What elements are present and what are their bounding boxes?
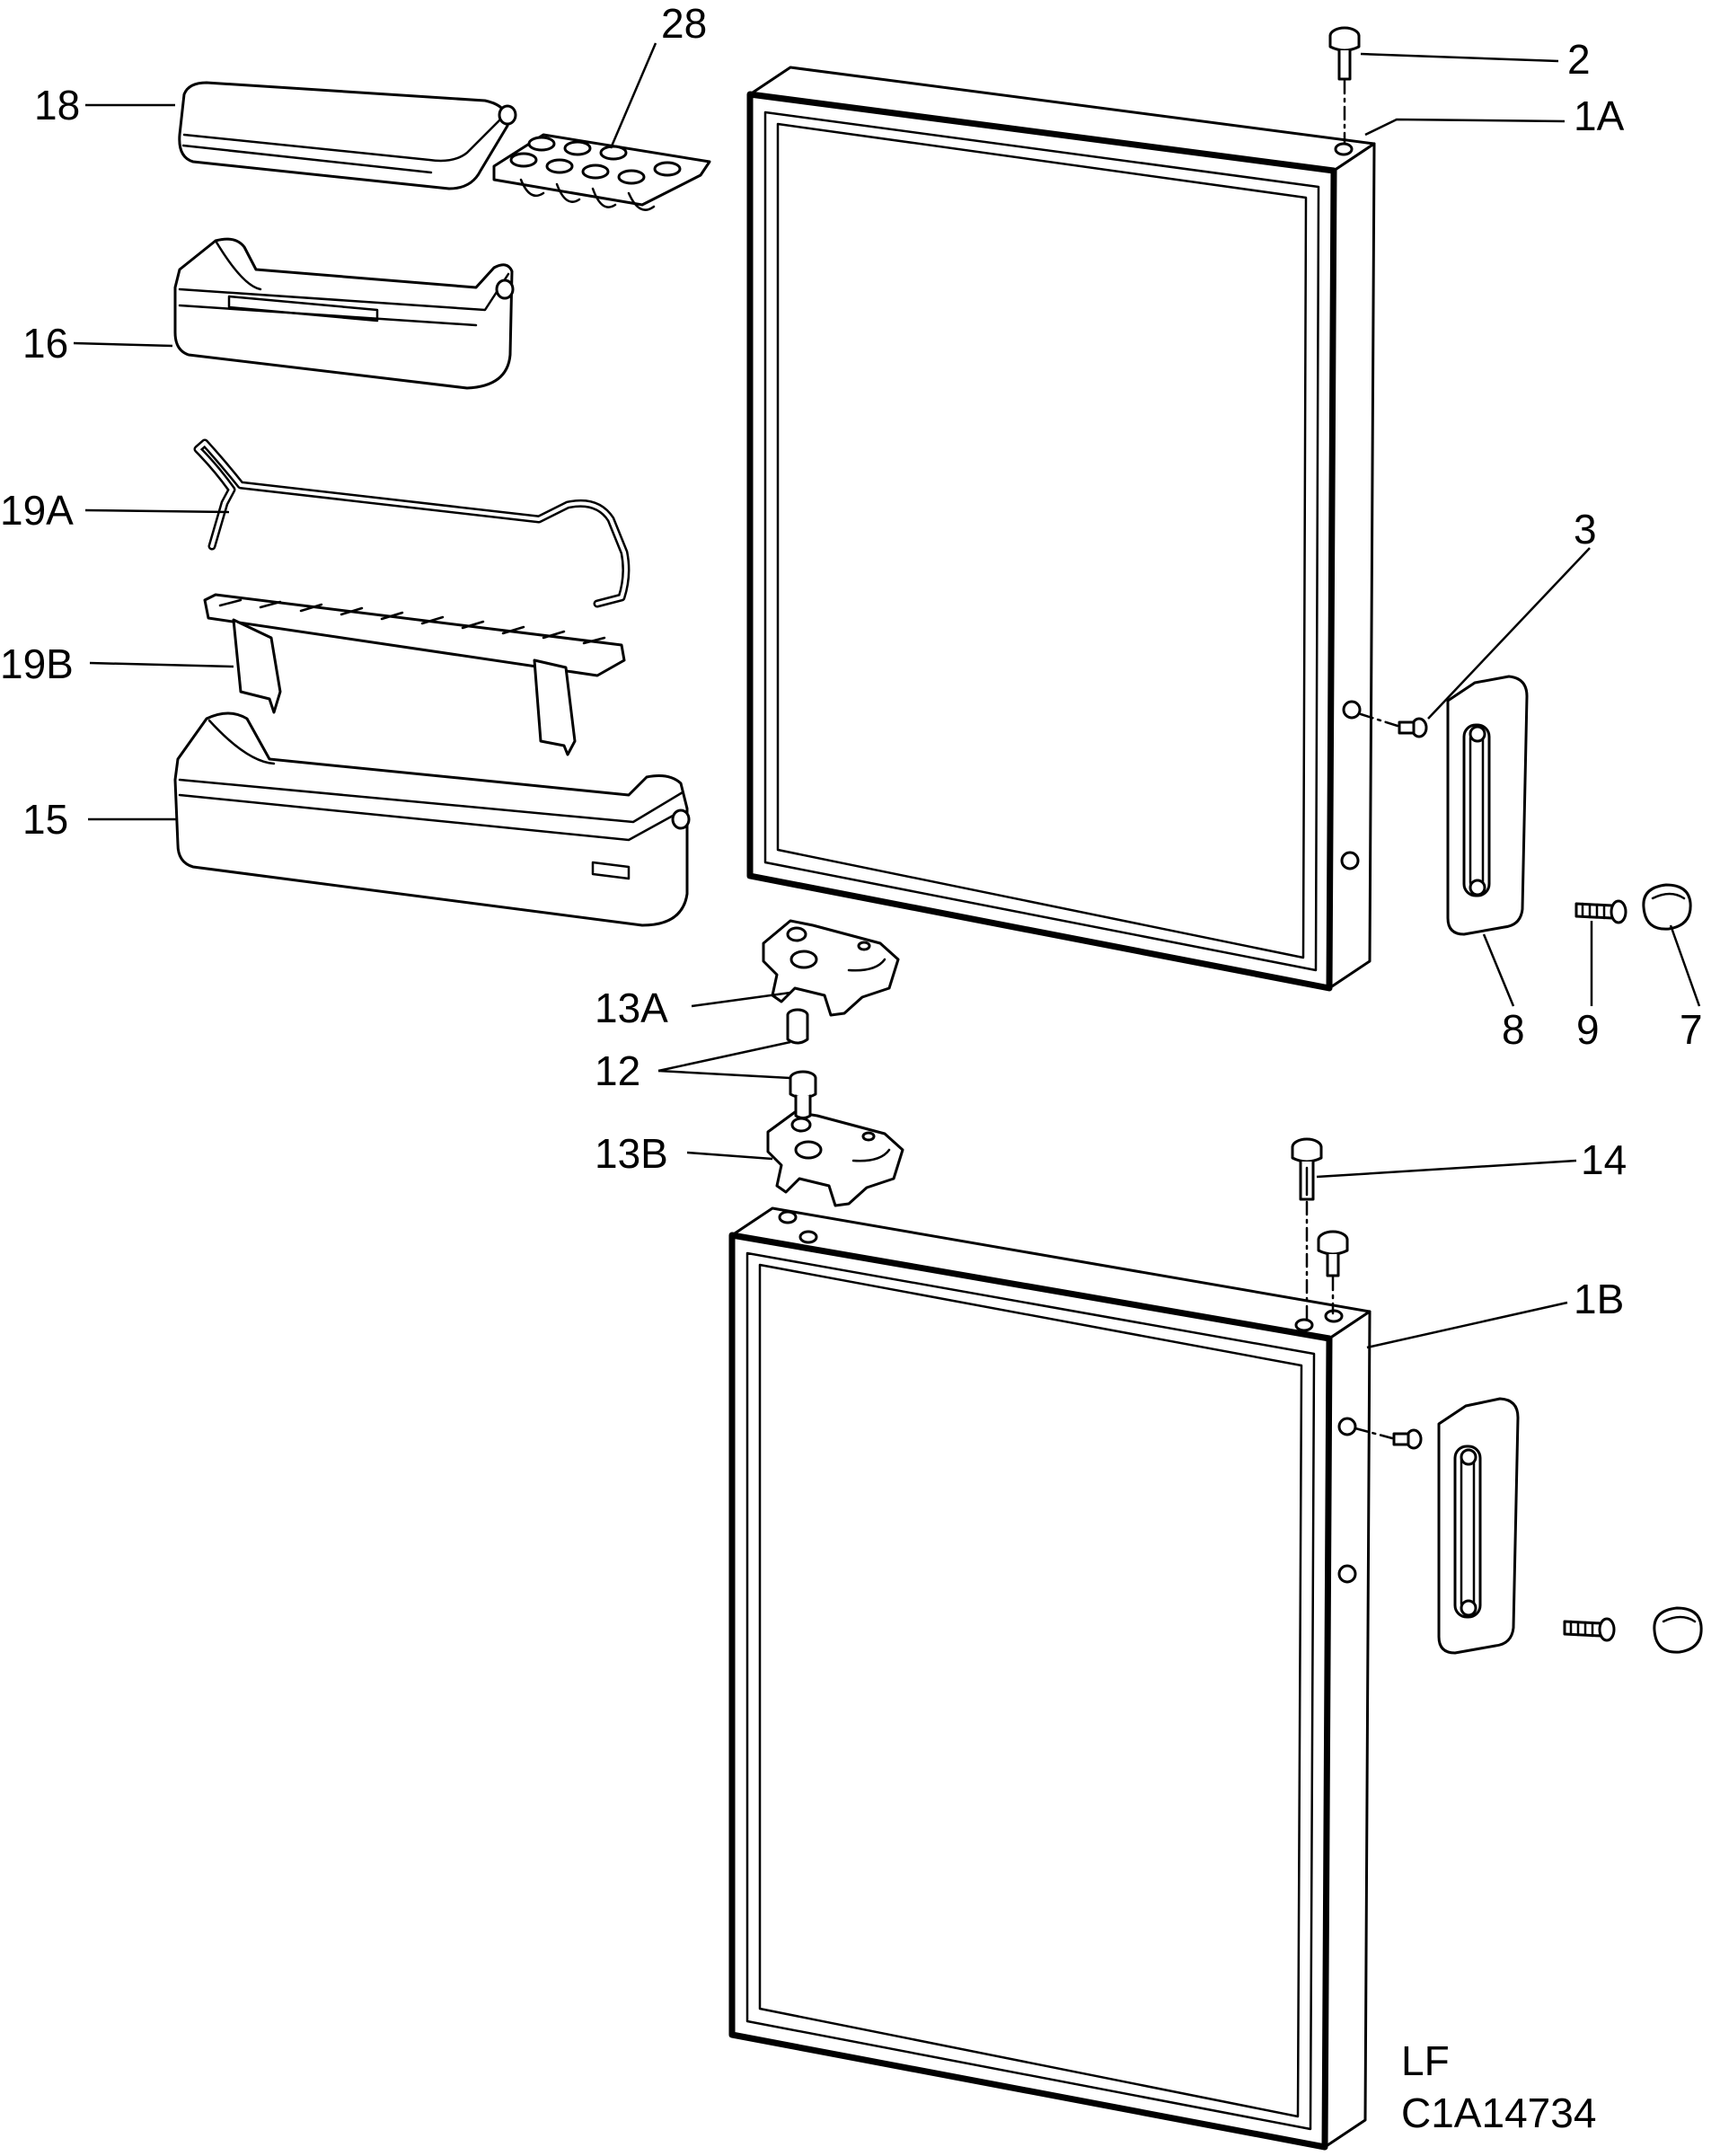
pin-14 bbox=[1291, 1137, 1323, 1201]
leader-lines bbox=[73, 42, 1701, 1349]
lower-door-1B bbox=[728, 1206, 1372, 2151]
pin-2 bbox=[1328, 26, 1361, 81]
egg-tray-28 bbox=[492, 133, 711, 211]
drawing-number: C1A14734 bbox=[1401, 2090, 1596, 2136]
label-13A: 13A bbox=[595, 985, 668, 1031]
cap-7 bbox=[1642, 883, 1692, 931]
shelf-cover-18 bbox=[178, 81, 517, 190]
label-2: 2 bbox=[1567, 36, 1591, 83]
upper-door-1A bbox=[746, 66, 1376, 992]
label-19B: 19B bbox=[0, 641, 74, 687]
hinge-13B bbox=[766, 1110, 904, 1207]
label-19A: 19A bbox=[0, 487, 74, 534]
shelf-16 bbox=[173, 237, 515, 390]
hinge-13A bbox=[762, 919, 900, 1017]
label-8: 8 bbox=[1502, 1006, 1525, 1053]
screw-lower-small bbox=[1392, 1428, 1423, 1450]
cap-lower bbox=[1653, 1606, 1703, 1654]
door-handle-8 bbox=[1446, 675, 1529, 936]
hinge-pins-12 bbox=[786, 1008, 817, 1119]
wire-support-19A bbox=[193, 438, 631, 608]
label-18: 18 bbox=[34, 82, 80, 128]
door-handle-lower bbox=[1437, 1397, 1520, 1655]
screw-9 bbox=[1574, 899, 1627, 924]
label-28: 28 bbox=[661, 0, 707, 47]
shelf-15 bbox=[173, 711, 691, 927]
label-12: 12 bbox=[595, 1047, 640, 1094]
label-1B: 1B bbox=[1574, 1276, 1624, 1322]
screw-3 bbox=[1398, 717, 1428, 738]
pin-lower-small bbox=[1317, 1230, 1349, 1277]
label-7: 7 bbox=[1680, 1006, 1703, 1053]
label-9: 9 bbox=[1576, 1006, 1600, 1053]
label-1A: 1A bbox=[1574, 93, 1625, 139]
label-15: 15 bbox=[22, 796, 68, 843]
divider-19B bbox=[203, 593, 626, 756]
drawing-code: LF bbox=[1401, 2037, 1450, 2084]
label-14: 14 bbox=[1581, 1136, 1627, 1183]
assembly-lines bbox=[1305, 79, 1399, 1440]
label-13B: 13B bbox=[595, 1130, 668, 1177]
label-16: 16 bbox=[22, 320, 68, 367]
screw-lower-long bbox=[1563, 1617, 1616, 1642]
label-3: 3 bbox=[1574, 506, 1597, 552]
